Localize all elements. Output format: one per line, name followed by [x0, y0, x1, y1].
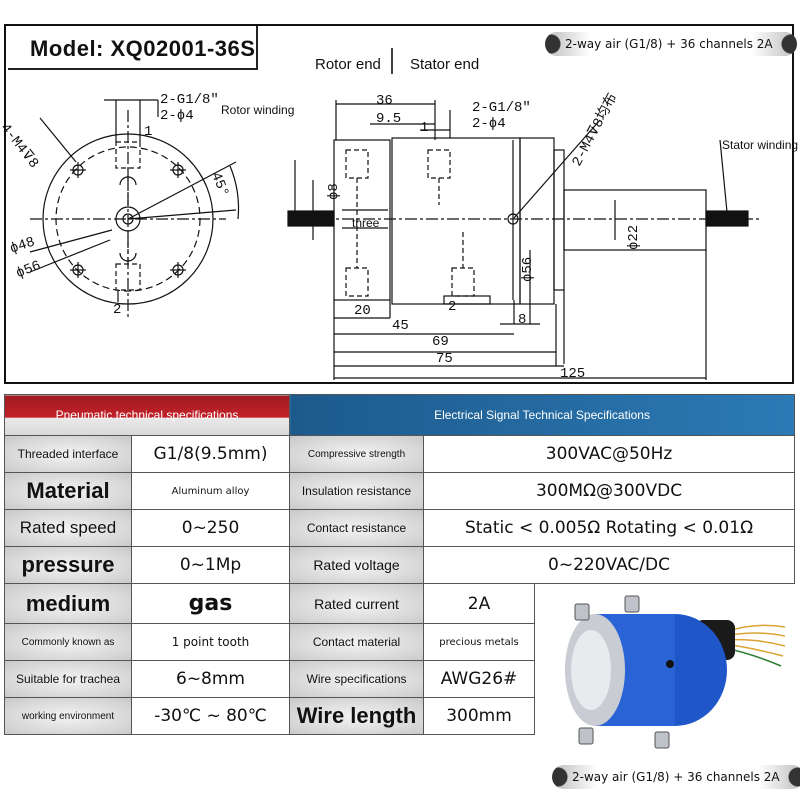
left-mark-2: 2: [113, 302, 122, 318]
badge-top: 2-way air (G1/8) + 36 channels 2A: [545, 32, 797, 56]
row-value: gas: [130, 583, 291, 624]
dim-d8: ϕ8: [326, 183, 342, 200]
row-value: 0~220VAC/DC: [423, 546, 796, 584]
dim-9-5: 9.5: [376, 111, 402, 127]
table-row: Rated speed 0~250 Contact resistance Sta…: [4, 509, 796, 547]
product-photo: [565, 595, 785, 749]
row-value: -30℃ ~ 80℃: [130, 697, 291, 735]
table-row: Threaded interface G1/8(9.5mm) Compressi…: [4, 435, 796, 473]
row-label: Threaded interface: [4, 435, 132, 473]
table-row: Suitable for trachea 6~8mm Wire specific…: [4, 660, 795, 698]
row-label: Contact material: [289, 623, 425, 661]
row-label: Contact resistance: [289, 509, 425, 547]
row-label: Insulation resistance: [289, 472, 425, 510]
dim-125: 125: [560, 366, 586, 382]
row-label: Rated voltage: [289, 546, 425, 584]
dim-75: 75: [436, 351, 453, 367]
rotor-end-label: Rotor end: [315, 56, 381, 73]
rotor-winding-label: Rotor winding: [221, 103, 295, 117]
row-label: medium: [4, 583, 132, 624]
row-label: Rated current: [289, 583, 425, 624]
row-label: pressure: [4, 546, 132, 584]
main-body: [391, 137, 521, 305]
row-label: Rated speed: [4, 509, 132, 547]
row-label: Material: [4, 472, 132, 510]
row-value: AWG26#: [423, 660, 536, 698]
dim-d22: ϕ22: [626, 224, 642, 250]
row-value: 300MΩ@300VDC: [423, 472, 796, 510]
row-value: 300mm: [423, 697, 536, 735]
stator-winding-label: Stator winding: [722, 138, 799, 152]
row-label: Commonly known as: [4, 623, 132, 661]
row-value: 0~1Mp: [130, 546, 291, 584]
row-label: Suitable for trachea: [4, 660, 132, 698]
three-label: three: [352, 216, 380, 230]
model-title: Model: XQ02001-36S: [8, 26, 258, 70]
dim-8: 8: [518, 312, 527, 328]
table-row: Material Aluminum alloy Insulation resis…: [4, 472, 796, 510]
technical-drawing: [29, 48, 760, 380]
dim-d56: ϕ56: [520, 256, 536, 282]
left-port-g-label: 2-G1/8": [160, 92, 219, 108]
row-label: Wire specifications: [289, 660, 425, 698]
dim-36: 36: [376, 93, 393, 109]
row-label: Compressive strength: [289, 435, 425, 473]
table-row: Commonly known as 1 point tooth Contact …: [4, 623, 795, 661]
dim-69: 69: [432, 334, 449, 350]
end-view-bolt-holes: [70, 162, 186, 278]
table-row: pressure 0~1Mp Rated voltage 0~220VAC/DC: [4, 546, 796, 584]
side-port-phi-label: 2-ϕ4: [472, 116, 506, 132]
pneumatic-header: Pneumatic technical specifications: [3, 394, 291, 436]
stator-end-label: Stator end: [410, 56, 480, 73]
row-value: Static < 0.005Ω Rotating < 0.01Ω: [423, 509, 796, 547]
row-value: 2A: [423, 583, 536, 624]
spec-table: Pneumatic technical specifications Elect…: [3, 394, 796, 735]
left-mark-1: 1: [144, 124, 153, 140]
row-value: precious metals: [423, 623, 536, 661]
dim-45: 45: [392, 318, 409, 334]
technical-drawing-frame: [4, 24, 794, 384]
table-header-row: Pneumatic technical specifications Elect…: [3, 394, 796, 436]
side-mark-1: 1: [420, 120, 429, 136]
table-row: working environment -30℃ ~ 80℃ Wire leng…: [4, 697, 795, 735]
row-value: Aluminum alloy: [130, 472, 291, 510]
electrical-header: Electrical Signal Technical Specificatio…: [289, 394, 796, 436]
row-value: 6~8mm: [130, 660, 291, 698]
row-value: 0~250: [130, 509, 291, 547]
dim-20: 20: [354, 303, 371, 319]
left-port-phi-label: 2-ϕ4: [160, 108, 194, 124]
row-value: G1/8(9.5mm): [130, 435, 291, 473]
row-value: 300VAC@50Hz: [423, 435, 796, 473]
row-label: Wire length: [289, 697, 425, 735]
side-mark-2: 2: [448, 299, 457, 315]
row-label: working environment: [4, 697, 132, 735]
row-value: 1 point tooth: [130, 623, 291, 661]
side-port-g-label: 2-G1/8": [472, 100, 531, 116]
rotor-body: [333, 139, 391, 301]
badge-bottom: 2-way air (G1/8) + 36 channels 2A: [552, 765, 800, 789]
